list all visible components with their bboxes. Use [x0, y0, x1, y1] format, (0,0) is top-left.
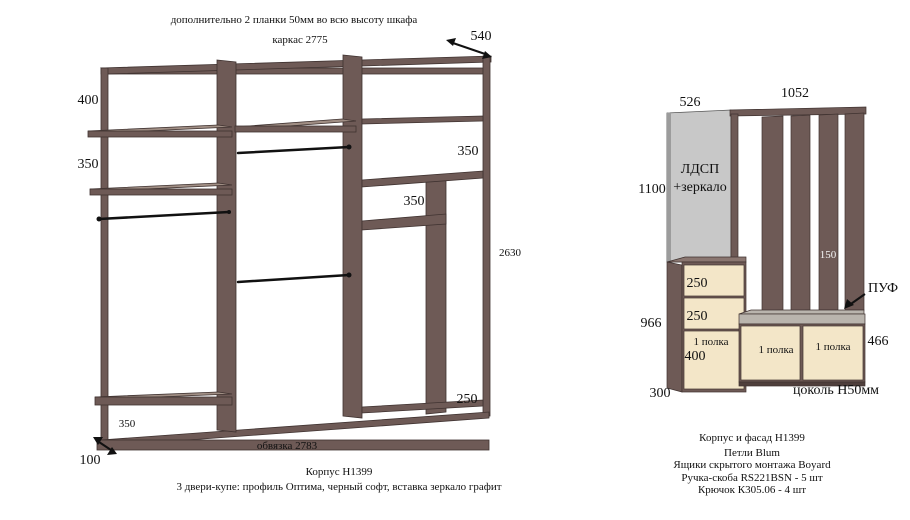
wardrobe-rail-ends: [96, 144, 352, 278]
spec-line: Ящики скрытого монтажа Boyard: [673, 459, 831, 471]
wardrobe-base-label: обвязка 2783: [257, 440, 318, 452]
drawer-2: [683, 297, 745, 330]
wardrobe-height-dim: 2630: [499, 247, 522, 259]
hallway-left-shelf: 1 полка: [693, 336, 728, 348]
hallway-panel-width: 526: [680, 95, 701, 110]
wardrobe-partitions: [216, 54, 447, 433]
wardrobe-rails: [97, 145, 351, 284]
wardrobe-dim-350-inner: 350: [404, 194, 425, 209]
spec-line: Корпус и фасад Н1399: [699, 432, 805, 444]
wardrobe-frame: [96, 55, 492, 451]
pouf-arrow: [844, 293, 866, 309]
wardrobe-dim-350-right: 350: [458, 144, 479, 159]
wardrobe-dim-350-bottom: 350: [119, 418, 136, 430]
hallway-depth-dim: 300: [650, 386, 671, 401]
hallway-panel-height: 1100: [638, 182, 665, 197]
drawer-1: [683, 264, 745, 297]
hallway-left-cabinet: [666, 256, 747, 393]
hallway-plinth-label: цоколь Н50мм: [793, 383, 879, 398]
hallway-body-height: 966: [641, 316, 662, 331]
spec-line: Крючок К305.06 - 4 шт: [698, 484, 806, 496]
wardrobe-doors-label: 3 двери-купе: профиль Оптима, черный соф…: [176, 481, 501, 493]
wardrobe-frame-label: каркас 2775: [272, 34, 328, 46]
wardrobe-depth-arrow: [446, 38, 492, 59]
wardrobe-dim-400: 400: [78, 93, 99, 108]
wardrobe-body-label: Корпус Н1399: [306, 466, 373, 478]
pouf-cushion: [738, 313, 866, 325]
wardrobe-dim-350-left: 350: [78, 157, 99, 172]
hallway-drawer2-dim: 250: [687, 309, 708, 324]
wardrobe-shelves: [87, 115, 484, 414]
hallway-total-width: 1052: [781, 86, 809, 101]
spec-line: Ручка-скоба RS221BSN - 5 шт: [681, 472, 823, 484]
wardrobe-note-top: дополнительно 2 планки 50мм во всю высот…: [171, 14, 418, 26]
hallway-drawing: 526 1052 ЛДСП +зеркало 1100 966 250 250 …: [638, 86, 898, 496]
door-right: [802, 325, 864, 381]
hallway-right-cabinet: [738, 309, 866, 387]
hallway-specs: Корпус и фасад Н1399 Петли Blum Ящики ск…: [673, 432, 831, 496]
hallway-right-shelf: 1 полка: [815, 341, 850, 353]
wardrobe-depth-dim: 540: [471, 29, 492, 44]
wardrobe-plinth-dim: 100: [80, 453, 101, 468]
door-middle: [740, 325, 801, 381]
door-left: [683, 330, 745, 390]
hallway-slat-wall: [729, 106, 867, 312]
hallway-right-height: 466: [868, 334, 889, 349]
hallway-middle-shelf: 1 полка: [758, 344, 793, 356]
wardrobe-drawing: дополнительно 2 планки 50мм во всю высот…: [78, 14, 522, 493]
wardrobe-dim-250: 250: [457, 392, 478, 407]
hallway-drawer3-dim: 400: [685, 349, 706, 364]
hallway-slat-gap: 150: [820, 249, 837, 261]
hallway-panel-material-2: +зеркало: [673, 180, 727, 195]
hallway-panel-material-1: ЛДСП: [681, 162, 720, 177]
wardrobe-plinth-arrow: [93, 437, 117, 455]
spec-line: Петли Blum: [724, 447, 780, 459]
hallway-drawer1-dim: 250: [687, 276, 708, 291]
hallway-pouf-label: ПУФ: [868, 281, 898, 296]
